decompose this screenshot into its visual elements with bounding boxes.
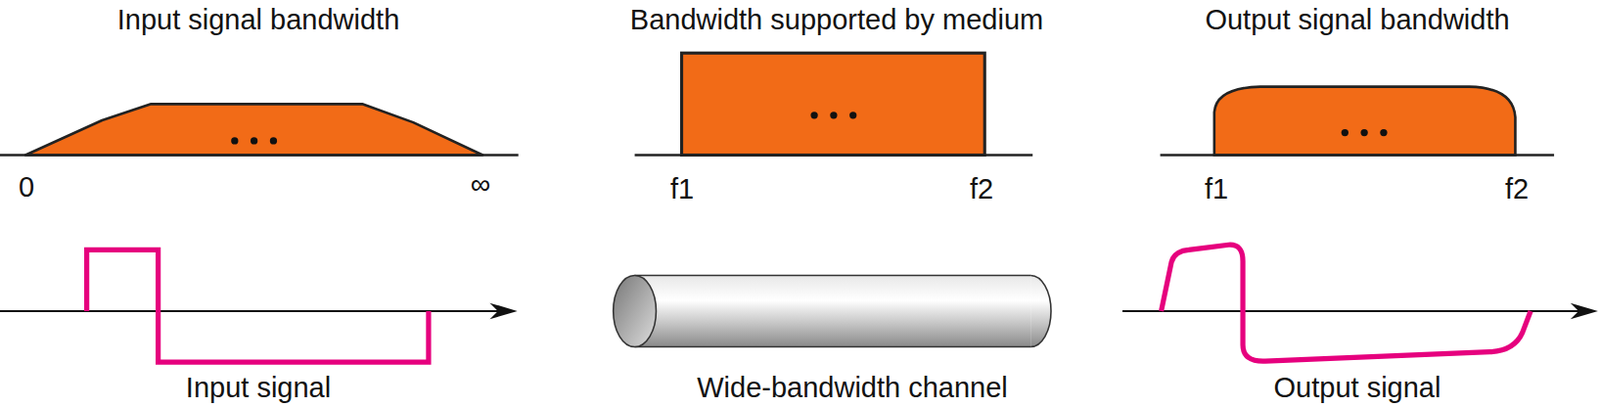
input-spectrum (0, 103, 519, 155)
frequency-label: f2 (1505, 172, 1529, 207)
frequency-label: f1 (670, 172, 694, 207)
frequency-label: f1 (1204, 172, 1229, 207)
output-spectrum (1160, 87, 1555, 156)
panel-title: Bandwidth supported by medium (630, 2, 1044, 38)
panel-caption: Output signal (1274, 370, 1442, 406)
panel-title: Input signal bandwidth (117, 2, 401, 38)
channel-cylinder (613, 275, 1052, 348)
input-waveform (0, 249, 518, 363)
panel-title: Output signal bandwidth (1204, 2, 1509, 38)
axis-label: ∞ (470, 167, 492, 202)
medium-spectrum (635, 52, 1034, 155)
frequency-label: f2 (969, 172, 994, 207)
panel-caption: Input signal (185, 370, 331, 406)
panel-caption: Wide-bandwidth channel (696, 370, 1008, 406)
axis-label: 0 (18, 170, 35, 205)
output-waveform (1122, 244, 1599, 362)
